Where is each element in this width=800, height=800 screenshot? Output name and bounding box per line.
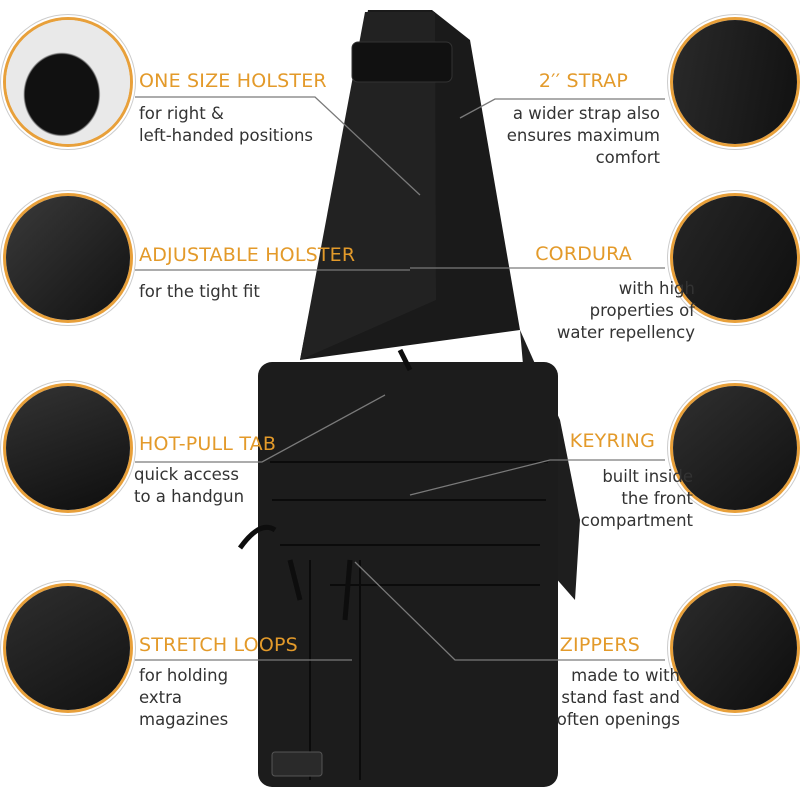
desc-line: stand fast and bbox=[561, 688, 680, 707]
strap-desc: a wider strap also ensures maximum comfo… bbox=[507, 103, 660, 169]
one-size-holster-title: ONE SIZE HOLSTER bbox=[139, 70, 327, 92]
desc-line: the front bbox=[621, 489, 693, 508]
hot-pull-tab-desc: quick access to a handgun bbox=[134, 464, 244, 508]
stretch-loops-desc: for holding extra magazines bbox=[139, 665, 228, 731]
brand-logo-patch bbox=[271, 751, 323, 777]
stretch-loops-image bbox=[3, 583, 133, 713]
desc-line: for holding bbox=[139, 666, 229, 685]
desc-line: often openings bbox=[556, 710, 680, 729]
desc-line: magazines bbox=[139, 710, 229, 729]
leader-lines bbox=[135, 96, 665, 661]
one-size-holster-desc: for right & left-handed positions bbox=[139, 103, 313, 147]
strap-image bbox=[670, 17, 800, 147]
desc-line: a wider strap also bbox=[512, 104, 660, 123]
bag-body bbox=[258, 362, 558, 787]
stretch-loops-title: STRETCH LOOPS bbox=[139, 634, 298, 656]
strap-buckle bbox=[351, 41, 453, 83]
desc-line: comfort bbox=[595, 148, 660, 167]
desc-line: water repellency bbox=[556, 323, 695, 342]
keyring-desc: built inside the front compartment bbox=[581, 466, 693, 532]
adjustable-holster-image bbox=[3, 193, 133, 323]
hot-pull-tab-image bbox=[3, 383, 133, 513]
one-size-holster-image bbox=[3, 17, 133, 147]
desc-line: to a handgun bbox=[134, 487, 245, 506]
desc-line: with high bbox=[618, 279, 695, 298]
desc-line: for the tight fit bbox=[139, 282, 260, 301]
hot-pull-tab-title: HOT-PULL TAB bbox=[139, 433, 277, 455]
desc-line: for right & bbox=[139, 104, 224, 123]
desc-line: built inside bbox=[602, 467, 693, 486]
cordura-title: CORDURA bbox=[535, 243, 632, 265]
zippers-title: ZIPPERS bbox=[559, 634, 640, 656]
keyring-title: KEYRING bbox=[569, 430, 655, 452]
desc-line: ensures maximum bbox=[506, 126, 660, 145]
desc-line: made to with bbox=[571, 666, 680, 685]
bag-strap-top bbox=[300, 12, 436, 360]
desc-line: left-handed positions bbox=[139, 126, 313, 145]
cordura-desc: with high properties of water repellency bbox=[557, 278, 695, 344]
desc-line: properties of bbox=[589, 301, 695, 320]
zippers-image bbox=[670, 583, 800, 713]
desc-line: quick access bbox=[134, 465, 239, 484]
adjustable-holster-title: ADJUSTABLE HOLSTER bbox=[139, 244, 356, 266]
desc-line: compartment bbox=[580, 511, 693, 530]
desc-line: extra bbox=[139, 688, 182, 707]
cordura-image bbox=[670, 193, 800, 323]
adjustable-holster-desc: for the tight fit bbox=[139, 281, 260, 303]
zippers-desc: made to with stand fast and often openin… bbox=[557, 665, 680, 731]
keyring-image bbox=[670, 383, 800, 513]
strap-title: 2′′ STRAP bbox=[538, 70, 628, 92]
